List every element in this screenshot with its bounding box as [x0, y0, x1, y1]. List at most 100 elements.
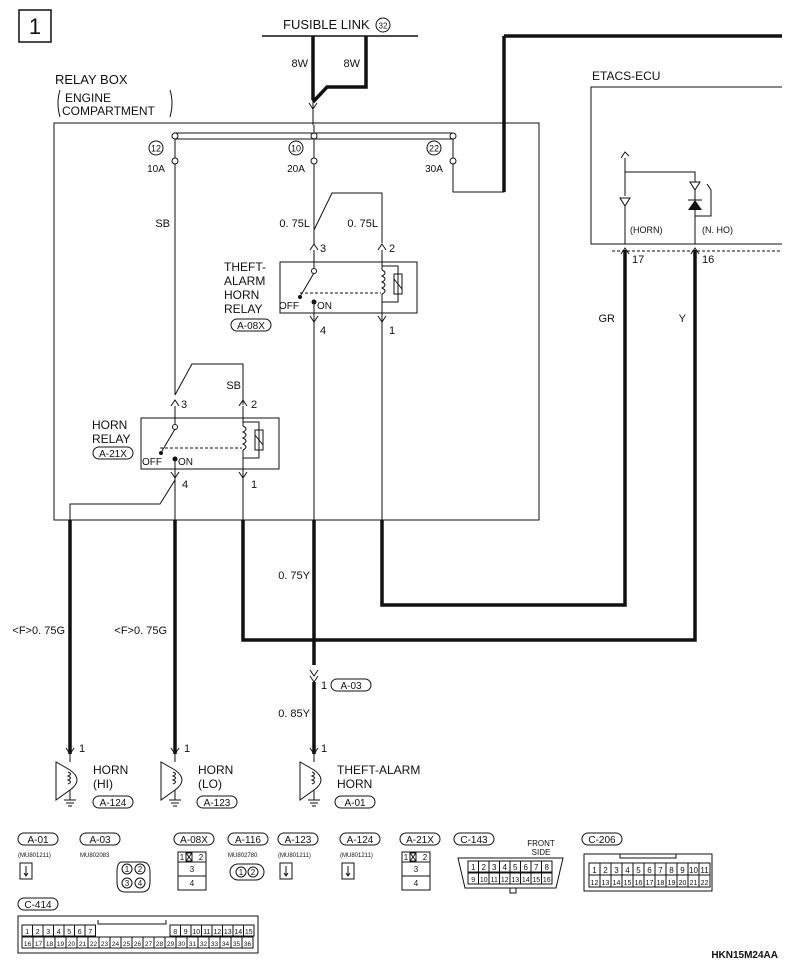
- connector-part: (MU801211): [278, 853, 311, 859]
- horn-pin: 1: [79, 743, 85, 755]
- horn-label-1: THEFT-ALARM: [337, 763, 420, 777]
- horn-relay-pin-1: 1: [251, 479, 257, 491]
- fuse-number: 22: [429, 144, 439, 154]
- wire-sb-lower: SB: [226, 380, 241, 392]
- pin-number: 5: [67, 929, 71, 936]
- etacs-horn-label: (HORN): [630, 225, 663, 235]
- connector-a124: A-124 (MU801211): [339, 832, 381, 880]
- theft-relay-off: OFF: [279, 301, 299, 312]
- connector-legend: A-01 (MU801211) A-03 MU802083 1 2 3 4 A-…: [17, 832, 713, 954]
- connector-label: C-414: [24, 900, 52, 911]
- connector-a123: A-123 (MU801211): [277, 832, 319, 880]
- pin-number: 2: [482, 863, 487, 872]
- connector-label: A-08X: [180, 835, 208, 846]
- theft-relay-pin-3: 3: [320, 243, 326, 255]
- pin-number: 8: [669, 866, 674, 875]
- pin-number: 6: [78, 929, 82, 936]
- pin-number: 18: [46, 941, 54, 948]
- wire-085y: 0. 85Y: [278, 708, 310, 720]
- horn-label-2: HORN: [337, 777, 372, 791]
- pin-number: 25: [123, 941, 131, 948]
- etacs-title: ETACS-ECU: [592, 69, 660, 83]
- fuse-12: 12 10A: [147, 139, 179, 175]
- pin-number: 11: [700, 866, 709, 875]
- pin: 1: [404, 853, 409, 862]
- pin-number: 5: [513, 863, 518, 872]
- connector-label: A-03: [89, 835, 111, 846]
- theft-relay-label-2: ALARM: [224, 274, 265, 288]
- pin-number: 1: [592, 866, 597, 875]
- pin-number: 30: [178, 941, 186, 948]
- pin-number: 20: [679, 880, 687, 887]
- pin-number: 8: [173, 929, 177, 936]
- pin-number: 3: [46, 929, 50, 936]
- horn-lo: 1 HORN (LO) A-123: [160, 743, 238, 809]
- figure-code: HKN15M24AA: [711, 950, 778, 961]
- connector-label: A-01: [27, 835, 49, 846]
- pin-number: 22: [701, 880, 709, 887]
- pin-number: 7: [534, 863, 539, 872]
- wire-gr: GR: [599, 313, 616, 325]
- pin-number: 10: [192, 929, 200, 936]
- horn-relay-on: ON: [178, 457, 193, 468]
- junction-pin: 1: [321, 680, 327, 692]
- theft-relay-pin-4: 4: [320, 325, 326, 337]
- pin-number: 36: [244, 941, 252, 948]
- horn-connector: A-124: [100, 798, 127, 809]
- output-wires: <F>0. 75G <F>0. 75G 0. 75Y GR Y: [12, 250, 697, 754]
- connector-label: A-116: [235, 835, 261, 846]
- pin-number: 7: [88, 929, 92, 936]
- pin: 3: [190, 865, 195, 874]
- etacs-ecu: ETACS-ECU (HORN) (N. HO) 17 16: [590, 69, 782, 266]
- pin-number: 35: [233, 941, 241, 948]
- connector-label: C-206: [588, 835, 616, 846]
- pin-number: 9: [471, 877, 475, 884]
- pin-number: 4: [625, 866, 630, 875]
- pin: 4: [414, 879, 419, 888]
- pin-number: 26: [134, 941, 142, 948]
- connector-part: MU802780: [228, 853, 258, 859]
- front-side-1: FRONT: [527, 839, 555, 848]
- connector-a03: A-03 MU802083 1 2 3 4: [79, 832, 151, 893]
- theft-relay-pin-1: 1: [389, 325, 395, 337]
- connector-part: (MU801211): [18, 853, 51, 859]
- pin-number: 6: [647, 866, 652, 875]
- horn-relay-label-1: HORN: [92, 418, 127, 432]
- theft-relay-pin-2: 2: [389, 243, 395, 255]
- theft-alarm-horn-relay: 3 2 OFF ON 4 1 THEFT- ALARM HORN RELAY: [224, 243, 418, 337]
- horn-label-2: (HI): [93, 777, 113, 791]
- horn-relay: 3 2 OFF ON 4 1 HORN RELAY A-21X: [92, 399, 280, 491]
- pin-number: 14: [613, 880, 621, 887]
- wire-075l-a: 0. 75L: [279, 218, 310, 230]
- connector-part: (MU801211): [340, 853, 373, 859]
- pin-number: 12: [213, 929, 221, 936]
- pin-number: 6: [524, 863, 529, 872]
- pin-number: 3: [492, 863, 497, 872]
- pin-number: 32: [200, 941, 208, 948]
- connector-a01: A-01 (MU801211): [17, 832, 59, 880]
- pin-number: 11: [491, 877, 498, 884]
- theft-relay-label-4: RELAY: [224, 302, 262, 316]
- pin: 1: [125, 865, 130, 874]
- horn-label-2: (LO): [198, 777, 222, 791]
- wire-075g-right: <F>0. 75G: [114, 625, 167, 637]
- pin-number: 3: [614, 866, 619, 875]
- wire-075y: 0. 75Y: [278, 570, 310, 582]
- fuse-rating: 20A: [287, 164, 305, 175]
- pin-number: 13: [511, 877, 519, 884]
- theft-relay-label-3: HORN: [224, 288, 259, 302]
- relay-box-sub1: ENGINE: [65, 91, 111, 105]
- fuse-22: 22 30A: [425, 139, 457, 175]
- pin-number: 16: [24, 941, 32, 948]
- pin: 3: [125, 879, 130, 888]
- pin-number: 15: [245, 929, 253, 936]
- horn-label-1: HORN: [198, 763, 233, 777]
- horn-relay-connector: A-21X: [99, 449, 127, 460]
- pin-number: 1: [25, 929, 29, 936]
- pin-number: 10: [480, 877, 488, 884]
